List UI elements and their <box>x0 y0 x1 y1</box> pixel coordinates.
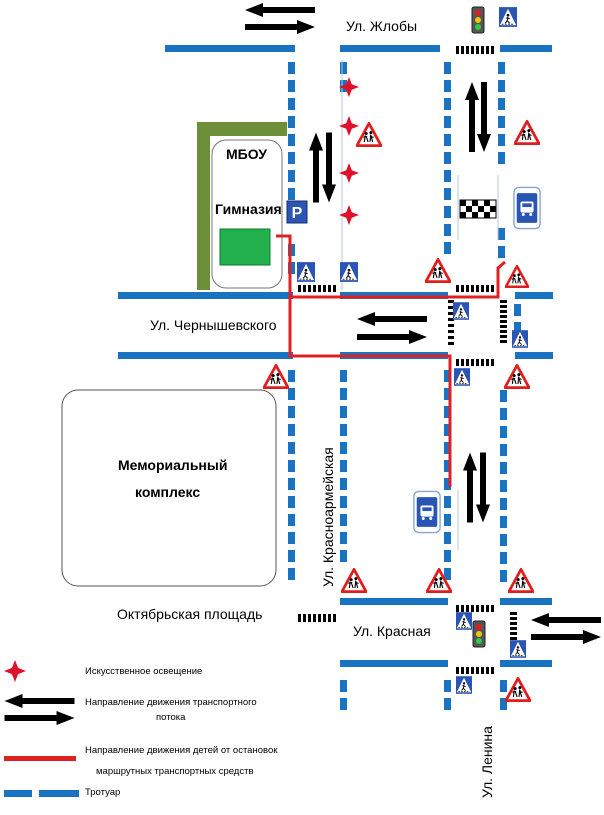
sidewalk <box>340 45 440 52</box>
children-warning-icon <box>505 677 531 702</box>
zebra-crossing <box>298 285 336 292</box>
crosswalk-sign-icon <box>297 262 315 282</box>
legend-children-label: Направление движения детей от остановок <box>85 745 278 756</box>
bus-stop-icon <box>413 490 441 534</box>
zebra-crossing <box>456 605 494 612</box>
traffic-light-icon <box>472 620 486 648</box>
lane-markings <box>341 60 499 550</box>
crosswalk-sign-icon <box>499 7 517 27</box>
legend-traffic-label: Направление движения транспортного <box>85 697 257 708</box>
street-label-chernyshevskogo: Ул. Чернышевского <box>150 317 277 333</box>
sidewalk <box>118 352 293 359</box>
legend-sidewalk-icon <box>4 790 32 797</box>
zebra-crossing <box>456 667 494 674</box>
children-warning-icon <box>341 568 367 593</box>
memorial-label: Мемориальный <box>118 457 228 473</box>
children-warning-icon <box>508 568 534 593</box>
children-warning-icon <box>356 122 382 147</box>
sidewalk <box>165 45 295 52</box>
school-name: Гимназия <box>215 201 282 217</box>
legend-traffic-label-2: потока <box>156 712 186 723</box>
legend-arrow-icon <box>4 711 75 725</box>
school-fence <box>197 122 287 290</box>
legend-arrow-icon <box>4 694 75 708</box>
crosswalk-signs <box>297 7 528 694</box>
zebra-crossing <box>298 614 336 622</box>
traffic-arrow-icon <box>477 82 491 152</box>
children-warning-icon <box>263 364 289 389</box>
sidewalk <box>340 598 448 605</box>
traffic-arrow-icon <box>245 20 315 34</box>
memorial-complex <box>61 389 277 587</box>
parking-sign: P <box>286 200 308 224</box>
traffic-light-icon <box>471 6 485 34</box>
traffic-arrow-icon <box>322 132 336 203</box>
legend-route-line <box>4 756 76 761</box>
crosswalk-sign-icon <box>454 368 470 386</box>
traffic-arrow-icon <box>465 82 479 152</box>
traffic-arrow-icon <box>463 452 477 523</box>
legend-sidewalk-label: Тротуар <box>85 787 121 798</box>
sidewalk <box>500 598 552 605</box>
parking-icon: P <box>292 205 303 222</box>
sidewalks-vertical <box>288 62 521 710</box>
street-label-zhloby: Ул. Жлобы <box>346 18 418 34</box>
school-label: МБОУ <box>226 146 267 162</box>
children-warning-icon <box>425 258 451 283</box>
crosswalk-sign-icon <box>453 302 469 320</box>
legend-children-label-2: маршрутных транспортных средств <box>96 766 254 777</box>
children-warning-icon <box>504 364 530 389</box>
traffic-arrow-icon <box>357 312 427 326</box>
sidewalk <box>500 660 552 667</box>
crosswalk-sign-icon <box>510 640 526 658</box>
children-warning-icon <box>505 265 529 288</box>
legend-sidewalk-icon <box>39 790 79 797</box>
zebra-crossing <box>448 300 454 345</box>
crosswalk-sign-icon <box>456 612 472 630</box>
street-label-oktyabrskaya: Октябрьская площадь <box>117 606 263 622</box>
crosswalk-sign-icon <box>512 330 528 348</box>
traffic-arrow-icon <box>309 132 323 203</box>
pedestrian-crossings <box>298 46 517 674</box>
traffic-arrow-icon <box>245 3 315 17</box>
legend-lighting-label: Искусственное освещение <box>85 666 203 677</box>
street-label-krasnaya: Ул. Красная <box>353 623 431 639</box>
street-label-lenina: Ул. Ленина <box>479 726 495 798</box>
crosswalk-sign-icon <box>340 262 358 282</box>
school <box>197 122 287 290</box>
traffic-arrow-icon <box>531 613 601 627</box>
zebra-crossing <box>456 46 494 54</box>
traffic-arrows <box>245 3 601 644</box>
sidewalk <box>500 45 552 52</box>
legend-graphics <box>4 660 79 797</box>
traffic-arrow-icon <box>531 630 601 644</box>
children-route <box>276 234 506 487</box>
zebra-crossing <box>456 359 494 366</box>
traffic-arrow-icon <box>357 330 427 344</box>
sidewalk <box>340 660 448 667</box>
sidewalk <box>515 292 553 299</box>
memorial-label-2: комплекс <box>135 484 201 500</box>
sidewalk <box>118 292 293 299</box>
traffic-arrow-icon <box>476 452 490 523</box>
school-lawn <box>219 228 271 266</box>
children-warning-icon <box>514 120 540 145</box>
zebra-crossing <box>456 285 494 292</box>
crosswalk-sign-icon <box>456 676 472 694</box>
bus-stop-icon <box>513 186 541 230</box>
sidewalk <box>515 352 553 359</box>
taxi-stop-icon <box>459 199 497 219</box>
street-label-krasnoarmeyskaya: Ул. Красноармейская <box>320 447 336 587</box>
legend-lighting-icon <box>4 660 26 682</box>
zebra-crossing <box>500 300 507 343</box>
